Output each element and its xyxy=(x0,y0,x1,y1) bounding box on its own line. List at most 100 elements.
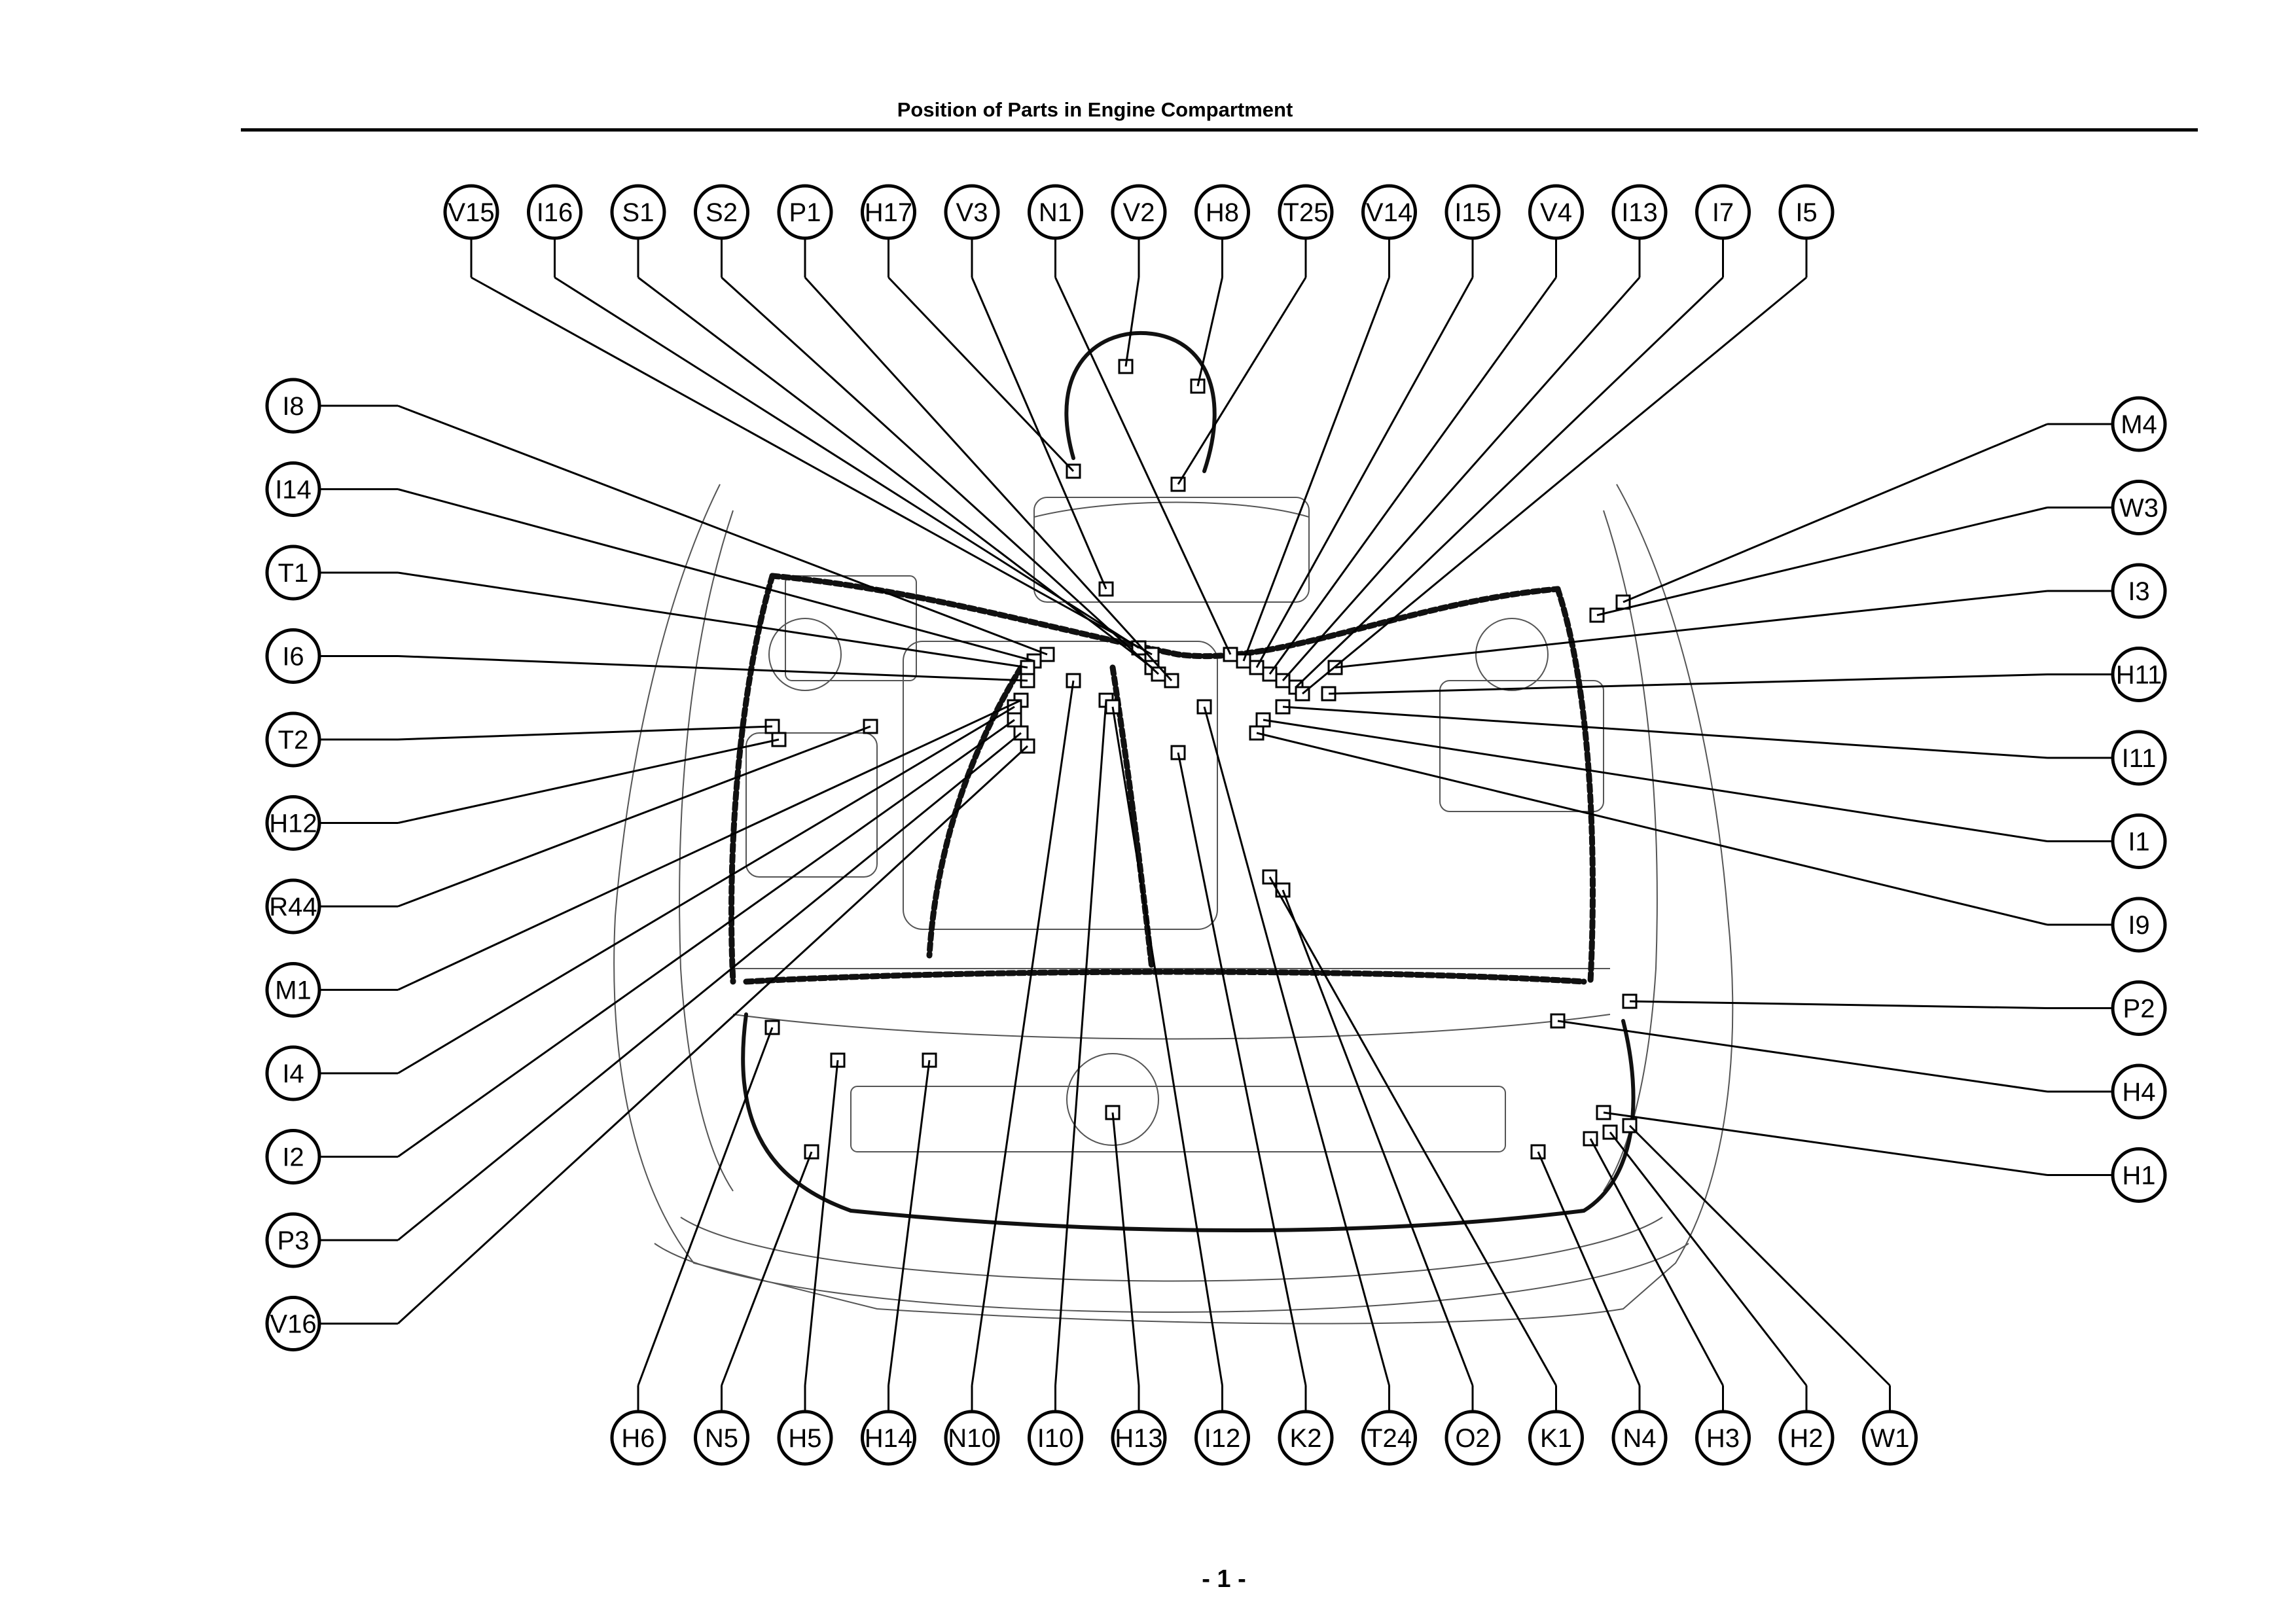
leader-line-i15 xyxy=(1255,277,1474,668)
leader-line-i14 xyxy=(397,488,1035,662)
harness-right xyxy=(1554,586,1596,985)
leader-line-v14 xyxy=(1242,277,1390,662)
callout-circle xyxy=(694,1410,749,1466)
leader-line-h14 xyxy=(888,1060,931,1386)
callout-i8: I8 xyxy=(265,378,321,434)
callout-label: V15 xyxy=(448,198,494,227)
callout-label: P2 xyxy=(2123,995,2155,1024)
callout-label: H8 xyxy=(1206,198,1239,227)
callout-label: H2 xyxy=(1789,1424,1823,1453)
callout-m1: M1 xyxy=(265,962,321,1018)
callout-circle xyxy=(2111,480,2167,535)
leader-line-p1 xyxy=(804,276,1173,682)
callout-circle xyxy=(1695,1410,1751,1466)
leader-line-n1 xyxy=(1054,277,1232,655)
callout-label: I5 xyxy=(1795,198,1817,227)
callout-label: P3 xyxy=(278,1226,310,1255)
callout-circle xyxy=(2111,563,2167,619)
leader-line-i13 xyxy=(1282,277,1641,681)
leader-line-n5 xyxy=(721,1151,813,1386)
callout-h3: H3 xyxy=(1695,1410,1751,1466)
callout-circle xyxy=(2111,1147,2167,1203)
callout-m4: M4 xyxy=(2111,396,2167,452)
callout-circle xyxy=(1361,1410,1417,1466)
callout-circle xyxy=(1194,1410,1250,1466)
callout-circle xyxy=(1028,184,1083,240)
callout-label: I6 xyxy=(282,643,304,671)
page-number: - 1 - xyxy=(1202,1565,1246,1593)
callout-circle xyxy=(265,544,321,601)
callout-label: K1 xyxy=(1540,1424,1572,1453)
harness-main-upper xyxy=(769,573,1561,660)
fender-left xyxy=(679,510,734,1192)
callout-label: R44 xyxy=(269,893,317,921)
callout-circle xyxy=(2111,730,2167,786)
callout-label: W1 xyxy=(1871,1424,1910,1453)
callout-circle xyxy=(265,795,321,851)
leader-line-t1 xyxy=(397,571,1028,669)
harness-left xyxy=(728,573,776,985)
leader-line-v15 xyxy=(471,276,1153,656)
callout-label: I8 xyxy=(282,392,304,421)
callout-circle xyxy=(1028,1410,1083,1466)
callout-w1: W1 xyxy=(1862,1410,1918,1466)
leader-line-i2 xyxy=(397,719,1015,1158)
callout-circle xyxy=(944,184,1000,240)
callout-v14: V14 xyxy=(1361,184,1417,240)
callout-label: I16 xyxy=(537,198,573,227)
page-title: Position of Parts in Engine Compartment xyxy=(897,98,1293,121)
callout-label: H11 xyxy=(2116,661,2162,690)
callout-k1: K1 xyxy=(1528,1410,1584,1466)
callout-p2: P2 xyxy=(2111,980,2167,1036)
callout-circle xyxy=(265,378,321,434)
leader-line-k1 xyxy=(1268,876,1557,1386)
leader-line-h3 xyxy=(1589,1138,1724,1386)
callout-i14: I14 xyxy=(265,461,321,517)
leader-line-t24 xyxy=(1203,706,1390,1386)
wire-harness xyxy=(728,573,1596,985)
callout-label: H6 xyxy=(621,1424,655,1453)
callout-n4: N4 xyxy=(1611,1410,1668,1466)
leader-line-i12 xyxy=(1111,706,1223,1386)
leader-line-m4 xyxy=(1623,423,2048,603)
callout-i5: I5 xyxy=(1778,184,1835,240)
callout-w3: W3 xyxy=(2111,480,2167,535)
leader-line-i6 xyxy=(397,655,1028,682)
callout-circle xyxy=(777,1410,833,1466)
callout-label: I4 xyxy=(282,1060,304,1088)
callout-circle xyxy=(265,1296,321,1351)
callout-h6: H6 xyxy=(610,1410,666,1466)
alternator xyxy=(1066,1053,1159,1146)
callout-circle xyxy=(2111,1063,2167,1120)
callout-i15: I15 xyxy=(1444,184,1501,240)
title-rule xyxy=(241,128,2198,132)
callout-circle xyxy=(1111,184,1167,240)
callout-circle xyxy=(265,461,321,517)
leader-line-h4 xyxy=(1557,1020,2048,1093)
strut-tower-left xyxy=(768,618,842,691)
front-bumper-inner xyxy=(680,1217,1663,1282)
leader-line-h5 xyxy=(804,1060,839,1386)
leader-line-i10 xyxy=(1054,700,1107,1386)
leader-line-m1 xyxy=(397,699,1022,991)
callout-circle xyxy=(265,711,321,768)
harness-top-loop xyxy=(1064,331,1217,473)
leader-lines xyxy=(319,238,2113,1412)
callout-i2: I2 xyxy=(265,1129,321,1185)
callout-label: I14 xyxy=(275,476,312,505)
callout-circle xyxy=(1778,184,1835,240)
callout-h5: H5 xyxy=(777,1410,833,1466)
callout-circle xyxy=(1278,1410,1334,1466)
callout-i4: I4 xyxy=(265,1045,321,1101)
leader-line-h13 xyxy=(1111,1112,1140,1386)
leader-line-i16 xyxy=(554,276,1139,649)
callout-i16: I16 xyxy=(527,184,583,240)
callout-label: K2 xyxy=(1290,1424,1322,1453)
leader-line-i9 xyxy=(1256,732,2048,926)
harness-front xyxy=(743,969,1587,985)
leader-line-i5 xyxy=(1302,276,1807,695)
callout-label: H12 xyxy=(269,810,317,838)
callout-i9: I9 xyxy=(2111,897,2167,953)
callout-i7: I7 xyxy=(1695,184,1751,240)
